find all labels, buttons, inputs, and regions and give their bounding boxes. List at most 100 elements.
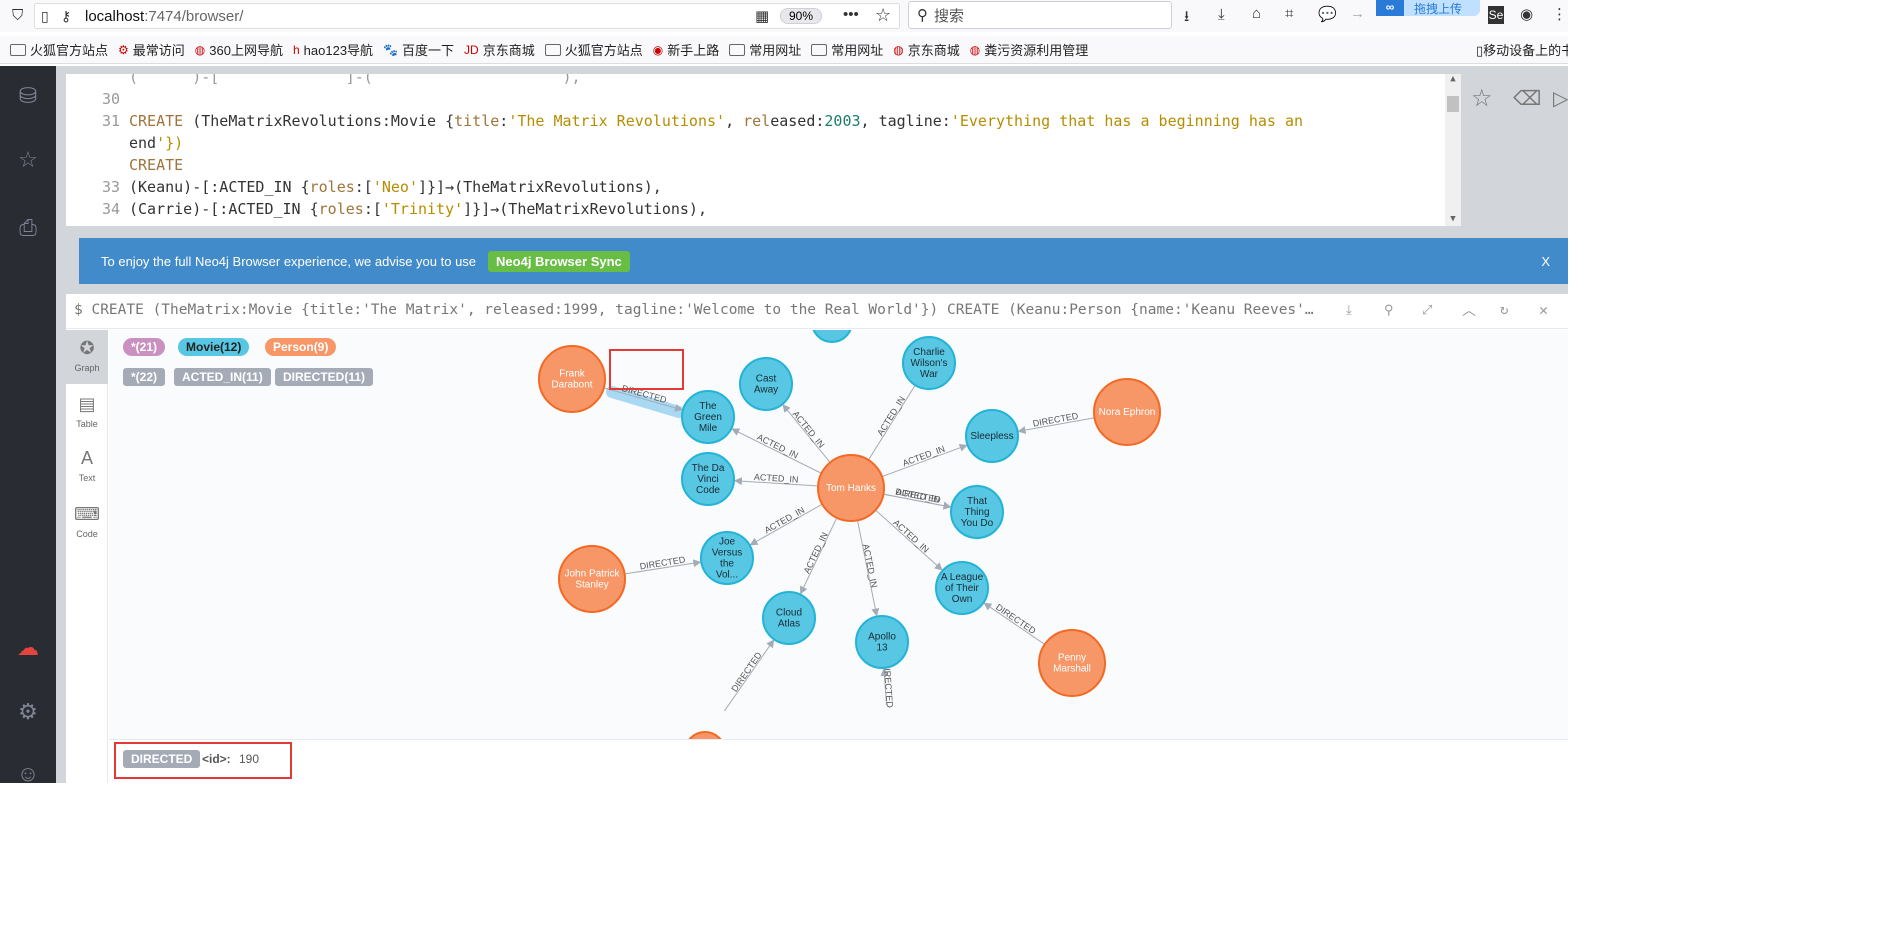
browser-sync-button[interactable]: Neo4j Browser Sync	[488, 250, 630, 272]
movie-node-caption[interactable]: Green	[694, 412, 722, 423]
rerun-icon[interactable]: ↻	[1500, 302, 1509, 318]
directed-edge[interactable]	[880, 667, 889, 706]
bookmark-item[interactable]: ◍360上网导航	[195, 40, 283, 59]
person-node[interactable]	[1093, 378, 1161, 446]
movie-node[interactable]	[902, 336, 956, 390]
collapse-chevron-icon[interactable]: ︿	[1462, 303, 1476, 319]
search-box[interactable]: ⚲ 搜索	[908, 1, 1172, 29]
directed-edge[interactable]	[723, 639, 775, 712]
rel-pill[interactable]: DIRECTED(11)	[275, 368, 374, 386]
favorite-star-icon[interactable]: ☆	[1471, 85, 1493, 112]
movie-node[interactable]	[950, 485, 1004, 539]
movie-node[interactable]	[762, 591, 816, 645]
editor-scrollbar[interactable]: ▲ ▼	[1445, 74, 1461, 226]
directed-edge[interactable]	[1017, 417, 1094, 434]
download-icon[interactable]: ⤓	[1218, 6, 1225, 23]
database-icon[interactable]: ⛁	[18, 83, 38, 108]
acted-in-edge[interactable]	[875, 510, 943, 571]
rel-pill[interactable]: ACTED_IN(11)	[174, 368, 271, 386]
acted-in-edge-label[interactable]: ACTED_IN	[802, 531, 830, 575]
acted-in-edge-label[interactable]: ACTED_IN	[891, 518, 931, 555]
selected-edge-halo[interactable]	[606, 386, 685, 418]
person-node-partial[interactable]	[685, 731, 725, 739]
person-node-caption[interactable]: Frank	[559, 369, 586, 380]
run-play-icon[interactable]: ▷	[1553, 88, 1569, 110]
extension-icon[interactable]: Se	[1488, 6, 1504, 24]
bookmark-item[interactable]: ◉新手上路	[653, 40, 720, 59]
expand-icon[interactable]: ⤢	[1422, 303, 1433, 318]
acted-in-edge-label[interactable]: ACTED_IN	[875, 394, 907, 437]
movie-node-caption[interactable]: Versus	[712, 548, 743, 559]
clear-eraser-icon[interactable]: ⌫	[1513, 88, 1542, 110]
bookmark-item[interactable]: 常用网址	[729, 40, 801, 59]
movie-node-caption[interactable]: Cloud	[776, 608, 802, 619]
person-node-center[interactable]	[817, 454, 885, 522]
bookmark-item[interactable]: 常用网址	[811, 40, 883, 59]
bookmark-item[interactable]: ◍京东商城	[893, 40, 960, 59]
home-icon[interactable]: ⌂	[1252, 5, 1262, 22]
directed-edge-label[interactable]: DIRECTED	[729, 650, 764, 694]
close-frame-icon[interactable]: ✕	[1539, 301, 1549, 319]
person-node-caption[interactable]: Stanley	[575, 580, 608, 591]
tab-table[interactable]: ▤Table	[66, 386, 108, 440]
movie-node-caption[interactable]: Vol...	[716, 570, 738, 581]
acted-in-edge[interactable]	[857, 521, 880, 617]
graph-canvas[interactable]: ACTED_INACTED_INACTED_INACTED_INACTED_IN…	[109, 330, 1568, 739]
account-icon[interactable]: ◉	[1520, 6, 1534, 23]
qr-code-icon[interactable]: ▦	[755, 8, 770, 25]
movie-node-caption[interactable]: Atlas	[778, 619, 800, 630]
movie-node-caption[interactable]: A League	[941, 572, 984, 583]
crop-icon[interactable]: ⌗	[1285, 5, 1294, 22]
movie-node-caption[interactable]: Code	[696, 485, 720, 496]
download-icon[interactable]: ⤓	[1346, 303, 1352, 318]
scroll-up-icon[interactable]: ▲	[1450, 74, 1456, 84]
movie-node-caption[interactable]: of Their	[945, 583, 979, 594]
library-icon[interactable]: ⭳	[1184, 8, 1190, 25]
document-search-icon[interactable]: ⎙	[19, 215, 37, 240]
acted-in-edge[interactable]	[731, 428, 821, 474]
acted-in-edge[interactable]	[868, 379, 919, 460]
acted-in-edge-label[interactable]: ACTED_IN	[756, 432, 800, 461]
movie-node-caption[interactable]: The	[699, 401, 717, 412]
scroll-down-icon[interactable]: ▼	[1450, 214, 1456, 224]
menu-icon[interactable]: ⋮	[1552, 6, 1567, 23]
person-node[interactable]	[538, 345, 606, 413]
chat-icon[interactable]: 💬	[1318, 6, 1337, 23]
movie-node-caption[interactable]: The Da	[692, 463, 725, 474]
movie-node-caption[interactable]: Wilson's	[911, 358, 948, 369]
movie-node-caption[interactable]: Mile	[699, 423, 718, 434]
acted-in-edge[interactable]	[782, 404, 830, 462]
label-pill[interactable]: *(21)	[123, 338, 166, 356]
acted-in-edge[interactable]	[882, 444, 968, 477]
directed-edge-label[interactable]: DIRECTED	[894, 486, 942, 505]
mobile-bookmarks[interactable]: ▯移动设备上的书	[1476, 43, 1568, 58]
movie-node-caption[interactable]: Thing	[964, 507, 989, 518]
acted-in-edge[interactable]	[800, 518, 837, 595]
bookmark-star-icon[interactable]: ☆	[875, 5, 892, 25]
disconnected-cloud-icon[interactable]: ☁	[17, 635, 39, 660]
movie-node-caption[interactable]: You Do	[961, 518, 994, 529]
rel-pill[interactable]: *(22)	[123, 368, 166, 386]
movie-node-caption[interactable]: Charlie	[913, 347, 945, 358]
about-icon[interactable]: ☺	[16, 761, 40, 786]
more-icon[interactable]: •••	[843, 6, 859, 23]
directed-edge[interactable]	[604, 387, 683, 412]
tab-graph[interactable]: ✪Graph	[66, 330, 108, 384]
bookmark-item[interactable]: 火狐官方站点	[544, 40, 643, 59]
movie-node-caption[interactable]: Vinci	[697, 474, 719, 485]
upload-button[interactable]: ∞ 拖拽上传	[1376, 0, 1480, 16]
movie-node-caption[interactable]: Own	[952, 594, 973, 605]
bookmark-item[interactable]: ◍粪污资源利用管理	[970, 40, 1089, 59]
movie-node[interactable]	[681, 390, 735, 444]
movie-node-caption[interactable]: Apollo	[868, 632, 896, 643]
acted-in-edge[interactable]	[749, 504, 822, 546]
acted-in-edge-label[interactable]: ACTED_IN	[791, 409, 827, 450]
person-node-center-caption[interactable]: Tom Hanks	[826, 483, 876, 494]
movie-node-caption[interactable]: Joe	[719, 537, 736, 548]
tab-code[interactable]: ⌨Code	[66, 496, 108, 550]
